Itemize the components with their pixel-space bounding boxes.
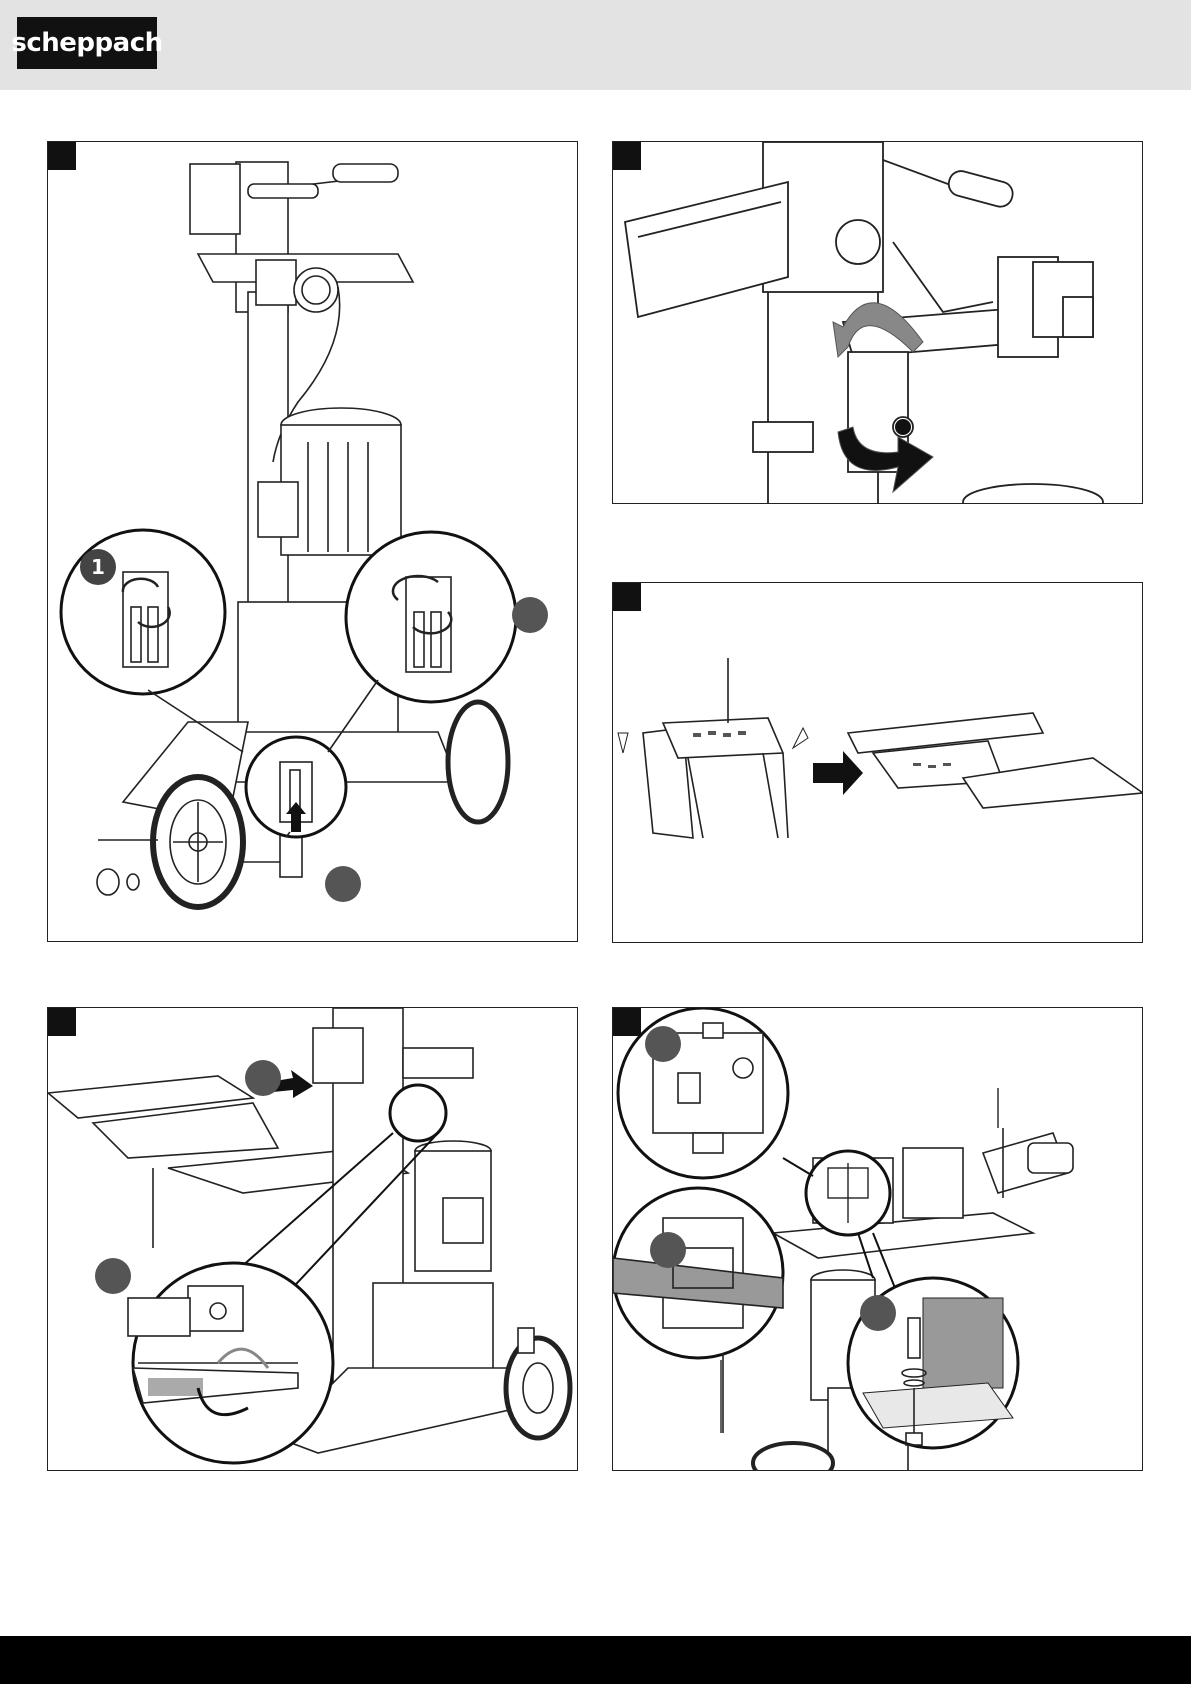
figure-panel-bolt-assembly xyxy=(612,1007,1143,1471)
callout-badge xyxy=(650,1232,686,1268)
figure-panel-clamp-lever xyxy=(612,141,1143,504)
wheel-mounting-illustration: 1 xyxy=(48,142,578,942)
page-header: scheppach xyxy=(0,0,1191,90)
table-extension-illustration xyxy=(613,583,1143,943)
table-mounting-illustration xyxy=(48,1008,578,1471)
callout-badge xyxy=(95,1258,131,1294)
callout-badge xyxy=(325,866,361,902)
figure-panel-table-mounting xyxy=(47,1007,578,1471)
clamp-lever-illustration xyxy=(613,142,1143,504)
callout-1: 1 xyxy=(80,549,116,585)
callout-badge xyxy=(645,1026,681,1062)
figure-panel-table-extension xyxy=(612,582,1143,943)
svg-text:1: 1 xyxy=(91,555,105,579)
callout-badge xyxy=(245,1060,281,1096)
callout-badge xyxy=(512,597,548,633)
page-footer-bar xyxy=(0,1636,1191,1684)
callout-badge xyxy=(860,1295,896,1331)
brand-logo: scheppach xyxy=(17,17,157,69)
bolt-assembly-illustration xyxy=(613,1008,1143,1471)
figure-panel-wheel-mounting: 1 xyxy=(47,141,578,942)
